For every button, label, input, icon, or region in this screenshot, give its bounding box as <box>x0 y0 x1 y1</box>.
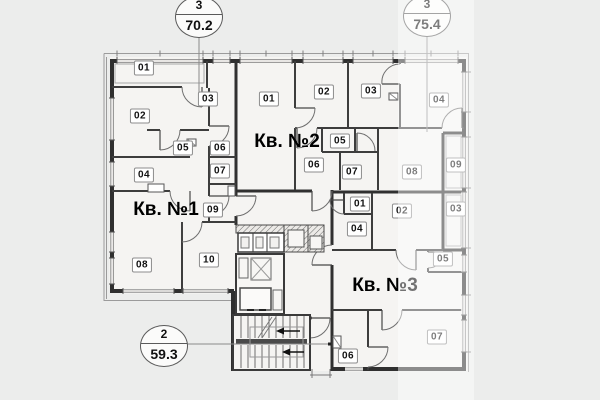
callout-area: 59.3 <box>150 346 178 362</box>
area-callout-top-left: 3 70.2 <box>175 0 223 38</box>
parapet-lines <box>103 50 471 372</box>
apt1-room-03-label: 03 <box>197 91 219 107</box>
service-shafts <box>235 224 325 253</box>
apt2-room-05-label: 05 <box>329 133 351 149</box>
area-callout-top-right: 3 75.4 <box>403 0 451 37</box>
callout-area: 75.4 <box>413 16 441 32</box>
staircase <box>232 314 311 371</box>
apt1-room-05-label: 05 <box>172 140 194 156</box>
apt1-room-07-label: 07 <box>209 163 231 179</box>
boundary-walls <box>234 61 464 371</box>
apt1-room-04-label: 04 <box>133 167 155 183</box>
apt3-room-06-label: 06 <box>337 348 359 364</box>
apt3-room-02-label: 02 <box>391 203 413 219</box>
elevator-shaft <box>235 253 285 315</box>
callout-rooms-count: 3 <box>176 0 222 15</box>
apt2-room-03-label: 03 <box>360 83 382 99</box>
apt2-room-07-label: 07 <box>341 164 363 180</box>
apt3-room-04-label: 04 <box>346 221 368 237</box>
apt3-room-05-label: 05 <box>432 251 454 267</box>
area-callout-bottom-left: 2 59.3 <box>140 325 188 367</box>
apt1-room-08-label: 08 <box>131 257 153 273</box>
apt3-title: Кв. №3 <box>352 275 418 296</box>
apt3-room-07-label: 07 <box>426 329 448 345</box>
callout-rooms-count: 2 <box>141 326 187 344</box>
stair-direction-arrows <box>276 327 304 356</box>
apt2-room-04-label: 04 <box>428 92 450 108</box>
callout-rooms-count: 3 <box>404 0 450 14</box>
apt2-room-02-label: 02 <box>313 84 335 100</box>
callout-area: 70.2 <box>185 17 213 33</box>
apt2-room-09-label: 09 <box>445 157 467 173</box>
apt1-room-02-label: 02 <box>129 108 151 124</box>
apt3-room-03-label: 03 <box>445 201 467 217</box>
apt2-title: Кв. №2 <box>254 131 320 152</box>
apt3-room-01-label: 01 <box>349 196 371 212</box>
apt1-title: Кв. №1 <box>133 199 199 220</box>
apt2-room-06-label: 06 <box>303 157 325 173</box>
apt2-room-01-label: 01 <box>258 91 280 107</box>
apt1-room-01-label: 01 <box>133 60 155 76</box>
entrance-marks <box>310 369 332 378</box>
apt1-room-10-label: 10 <box>198 252 220 268</box>
apt1-room-06-label: 06 <box>209 140 231 156</box>
apt1-room-09-label: 09 <box>202 202 224 218</box>
apt2-room-08-label: 08 <box>401 164 423 180</box>
